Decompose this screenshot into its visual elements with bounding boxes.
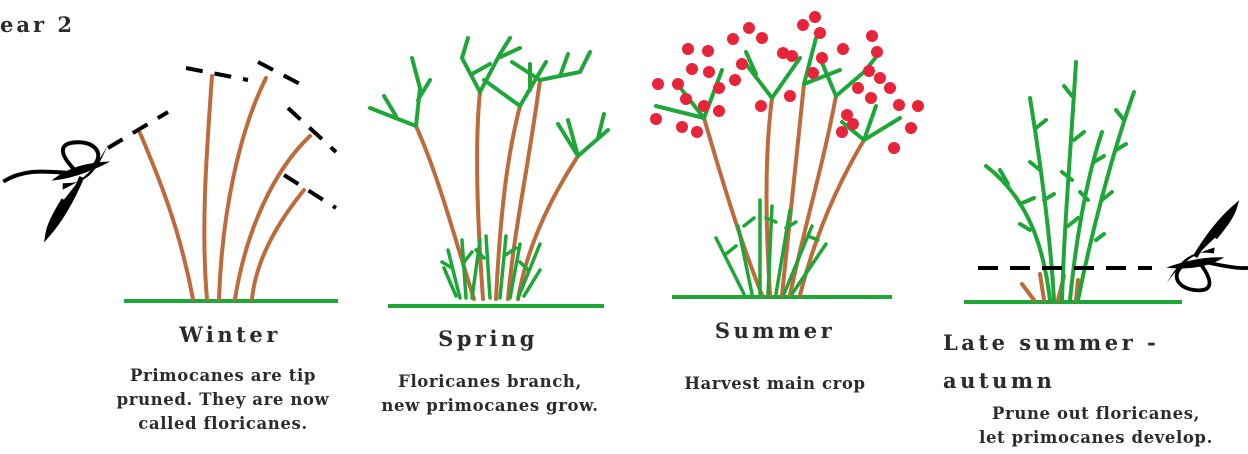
- season-title-winter: Winter: [130, 322, 330, 347]
- caption-line: Floricanes branch,: [340, 370, 640, 394]
- caption-line: Harvest main crop: [650, 372, 900, 396]
- branches: [370, 38, 608, 156]
- caption-summer: Harvest main crop: [650, 372, 900, 396]
- season-line: autumn: [943, 362, 1193, 400]
- caption-line: pruned. They are now: [78, 388, 368, 412]
- season-title-late-summer: Late summer - autumn: [943, 324, 1193, 400]
- caption-late-summer: Prune out floricanes, let primocanes dev…: [946, 402, 1246, 450]
- season-title-spring: Spring: [388, 326, 588, 351]
- caption-line: called floricanes.: [78, 412, 368, 436]
- season-line: Late summer -: [943, 324, 1193, 362]
- caption-line: Primocanes are tip: [78, 364, 368, 388]
- season-title-summer: Summer: [665, 318, 885, 343]
- caption-line: Prune out floricanes,: [946, 402, 1246, 426]
- primocanes: [986, 62, 1134, 300]
- caption-line: let primocanes develop.: [946, 426, 1246, 450]
- pruning-shears-icon: [0, 132, 128, 242]
- pruning-shears-icon: [1156, 203, 1248, 296]
- winter-panel: [0, 62, 338, 301]
- late-summer-panel: [964, 62, 1248, 302]
- caption-spring: Floricanes branch, new primocanes grow.: [340, 370, 640, 418]
- caption-line: new primocanes grow.: [340, 394, 640, 418]
- canes: [140, 76, 310, 299]
- floricanes: [416, 80, 578, 299]
- spring-panel: [370, 38, 608, 306]
- caption-winter: Primocanes are tip pruned. They are now …: [78, 364, 368, 436]
- berries: [650, 11, 924, 154]
- summer-panel: [650, 11, 924, 297]
